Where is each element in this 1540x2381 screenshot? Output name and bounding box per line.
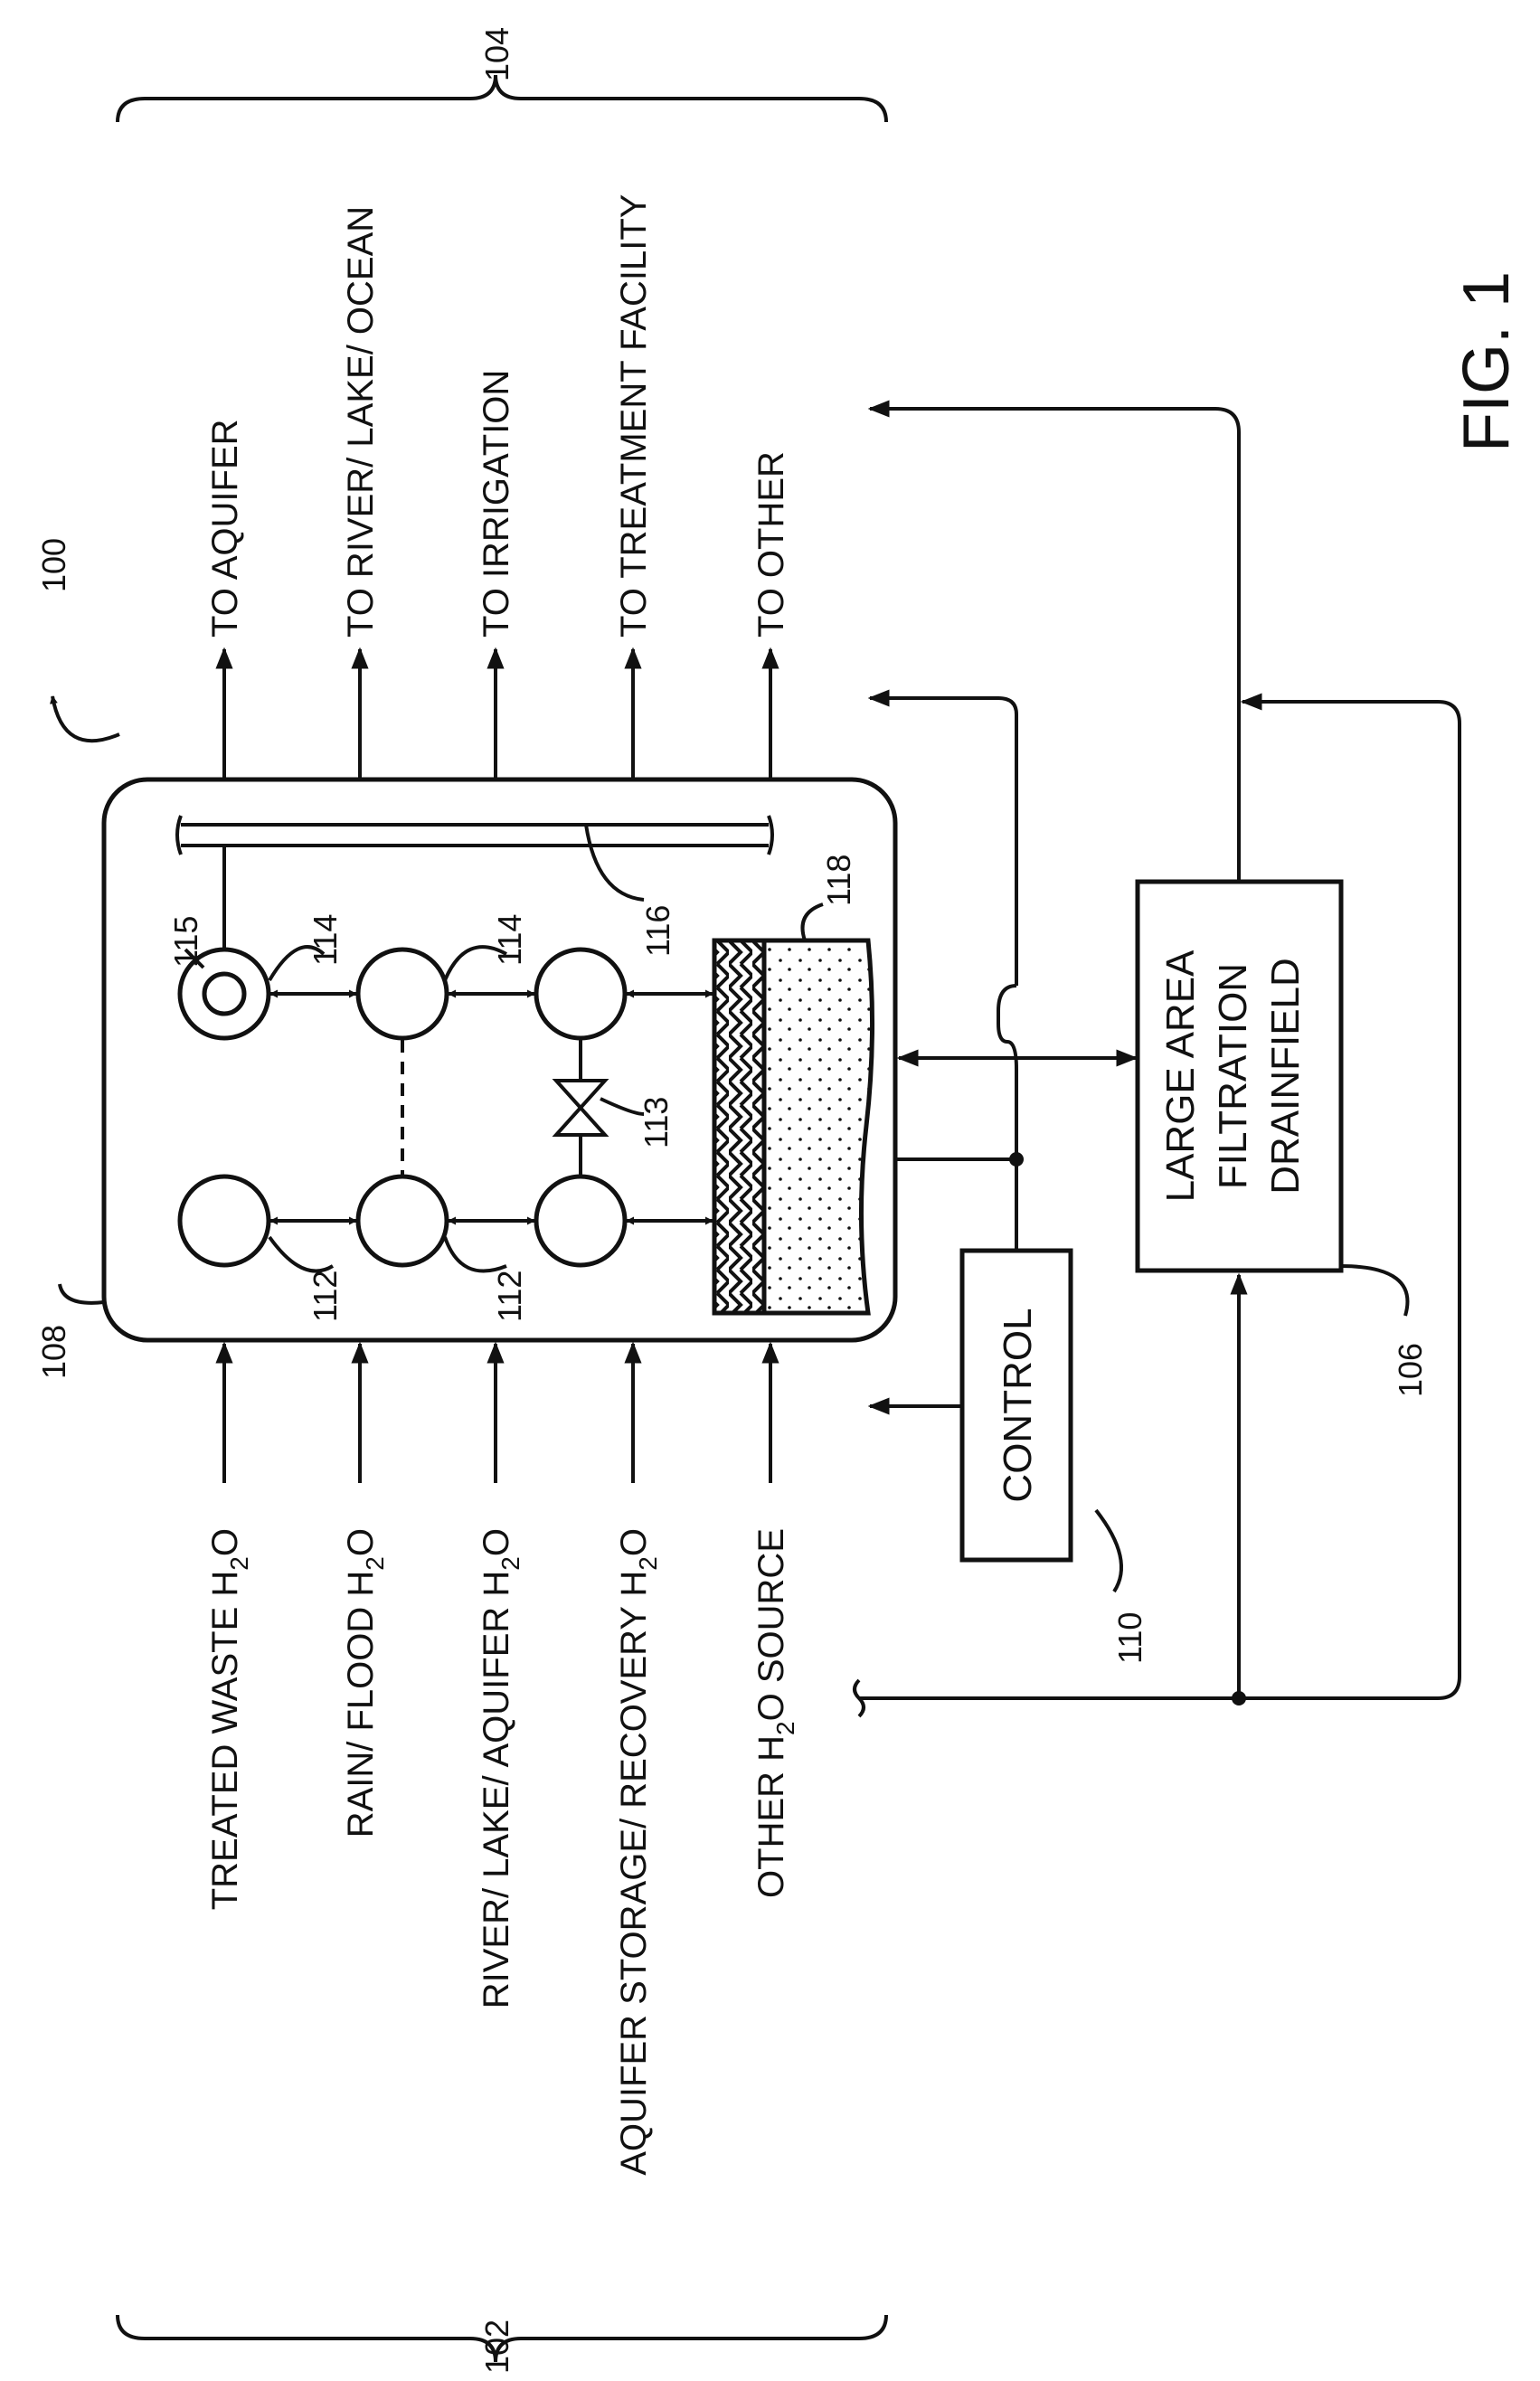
tank-115-inner: [204, 974, 244, 1014]
ref-115: 115: [167, 916, 204, 968]
filter-media-118: [714, 940, 873, 1313]
tank-bottom-left: [180, 1176, 269, 1265]
source-junction: [1232, 1691, 1246, 1705]
tank-bottom-right: [536, 1176, 625, 1265]
valve-icon: [556, 1040, 605, 1175]
ref-106: 106: [1392, 1343, 1429, 1397]
ref-114-left: 114: [307, 914, 344, 966]
input-label-rain-flood: RAIN/ FLOOD H2O: [341, 1528, 389, 1838]
output-label-other: TO OTHER: [751, 451, 791, 638]
ref-102: 102: [478, 2320, 515, 2374]
ref-112-right: 112: [491, 1271, 528, 1322]
input-label-river-lake-aquifer: RIVER/ LAKE/ AQUIFER H2O: [477, 1528, 524, 2008]
output-label-irrigation: TO IRRIGATION: [477, 370, 516, 638]
ref-110: 110: [1111, 1612, 1148, 1664]
drainfield-line-1: LARGE AREA: [1158, 950, 1203, 1202]
ref-113: 113: [638, 1097, 675, 1148]
control-label: CONTROL: [996, 1308, 1040, 1502]
input-label-other-source: OTHER H2O SOURCE: [751, 1528, 799, 1898]
drainfield-line-2: FILTRATION: [1211, 963, 1255, 1189]
drainfield-line-3: DRAINFIELD: [1263, 958, 1308, 1195]
ref-100: 100: [35, 538, 72, 592]
tank-top-middle: [358, 950, 447, 1038]
ref-104: 104: [478, 27, 515, 81]
ref-116: 116: [639, 905, 676, 957]
input-arrows: [224, 1344, 770, 1483]
ref-118: 118: [820, 855, 857, 906]
control-junction: [1009, 1152, 1024, 1167]
output-label-treatment: TO TREATMENT FACILITY: [614, 194, 654, 638]
ref-112-left: 112: [307, 1271, 344, 1322]
output-arrows: [224, 649, 770, 779]
tank-top-right: [536, 950, 625, 1038]
ref-108: 108: [35, 1325, 72, 1379]
input-label-treated-waste: TREATED WASTE H2O: [205, 1528, 253, 1910]
output-label-river: TO RIVER/ LAKE/ OCEAN: [341, 206, 381, 638]
output-label-aquifer: TO AQUIFER: [205, 419, 245, 638]
input-label-aquifer-storage: AQUIFER STORAGE/ RECOVERY H2O: [614, 1528, 662, 2176]
pipe-116: [177, 816, 772, 950]
tank-bottom-middle: [358, 1176, 447, 1265]
figure-label: FIG. 1: [1450, 271, 1523, 452]
ref-114-right: 114: [491, 914, 528, 966]
